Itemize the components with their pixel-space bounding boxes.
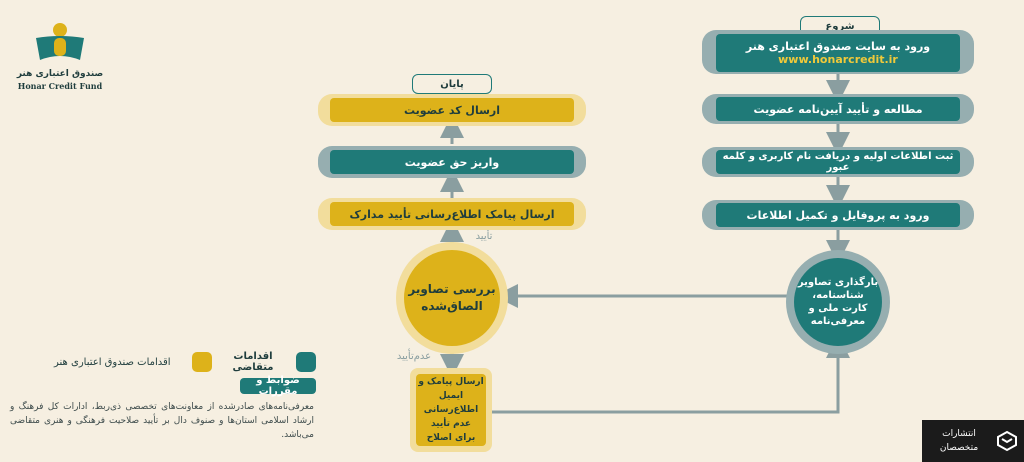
rules-title: ضوابط و مقررات — [240, 375, 316, 397]
step-3-box: ثبت اطلاعات اولیه و دریافت نام کاربری و … — [716, 150, 960, 174]
arrow-back — [492, 334, 850, 414]
step-1-text: ورود به سایت صندوق اعتباری هنر — [745, 40, 931, 53]
logo-emblem-icon — [36, 23, 84, 60]
publisher-badge: انتشارات متخصصان — [922, 420, 1024, 462]
legend-applicant-swatch — [296, 352, 316, 372]
upload-line-4: معرفی‌نامه — [810, 316, 866, 327]
logo: صندوق اعتباری هنر Honar Credit Fund — [14, 22, 106, 94]
review-line-1: بررسی تصاویر — [408, 282, 496, 296]
upload-line-3: کارت ملی و — [808, 303, 868, 314]
approve-label: تأیید — [475, 230, 493, 242]
reject-line-3: عدم تأیید — [430, 419, 472, 429]
upload-line-2: شناسنامه، — [812, 290, 864, 301]
review-line-2: الصاق‌شده — [421, 299, 483, 313]
step-4-box: ورود به پروفایل و تکمیل اطلاعات — [716, 203, 960, 227]
legend-fund-label: اقدامات صندوق اعتباری هنر — [54, 356, 171, 368]
logo-name-en: Honar Credit Fund — [17, 81, 103, 91]
reject-line-2: ایمیل اطلاع‌رسانی — [423, 391, 479, 415]
upload-line-1: بارگذاری تصاویر — [797, 277, 879, 288]
end-tab: پایان — [412, 74, 492, 94]
reject-box: ارسال پیامک و ایمیل اطلاع‌رسانی عدم تأیی… — [416, 374, 486, 446]
legend-applicant-label: اقدامات متقاضی — [232, 351, 274, 373]
publisher-line-1: انتشارات — [942, 429, 976, 439]
legend-fund-swatch — [192, 352, 212, 372]
logo-name-fa: صندوق اعتباری هنر — [16, 69, 104, 79]
step-1-url: www.honarcredit.ir — [778, 53, 898, 66]
left-step-3-box: ارسال پیامک اطلاع‌رسانی تأیید مدارک — [330, 202, 574, 226]
reject-line-4: برای اصلاح — [426, 433, 476, 443]
review-circle: بررسی تصاویر الصاق‌شده — [404, 250, 500, 346]
step-2-box: مطالعه و تأیید آیین‌نامه عضویت — [716, 97, 960, 121]
publisher-line-2: متخصصان — [939, 443, 979, 453]
upload-circle: بارگذاری تصاویر شناسنامه، کارت ملی و معر… — [794, 258, 882, 346]
publisher-logo-icon — [997, 430, 1017, 452]
rules-text: معرفی‌نامه‌های صادرشده از معاونت‌های تخص… — [10, 402, 314, 440]
left-step-1-box: ارسال کد عضویت — [330, 98, 574, 122]
step-1-box: ورود به سایت صندوق اعتباری هنر www.honar… — [716, 34, 960, 72]
reject-label: عدم‌تأیید — [396, 350, 432, 362]
reject-line-1: ارسال پیامک و — [418, 377, 484, 387]
left-step-2-box: واریز حق عضویت — [330, 150, 574, 174]
